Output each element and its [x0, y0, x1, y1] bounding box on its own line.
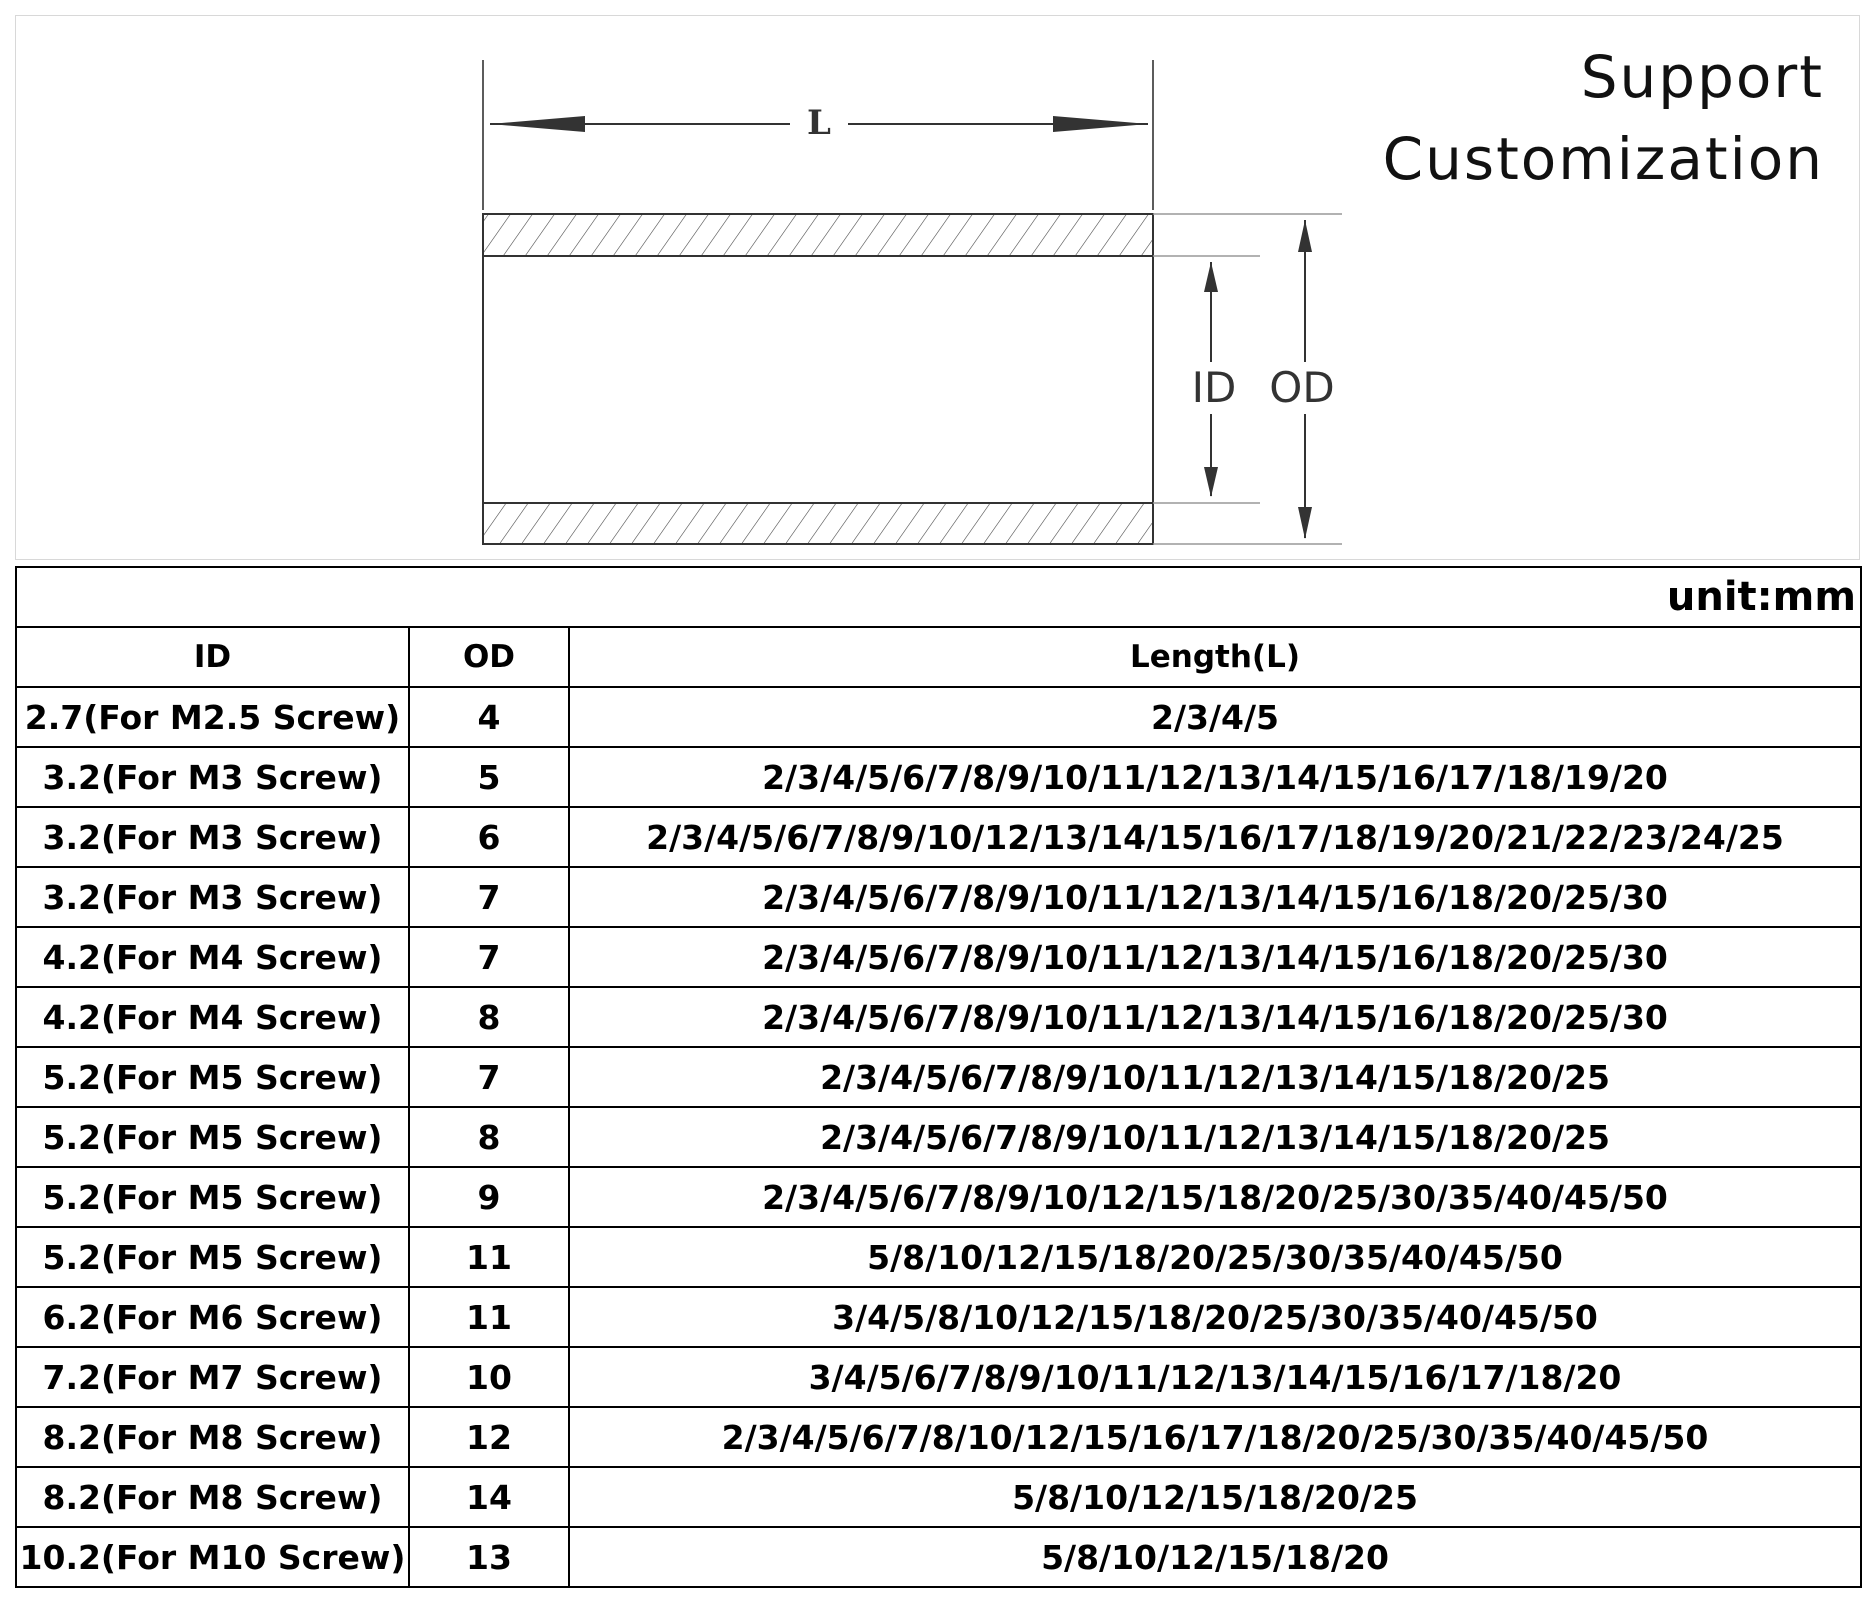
banner-line-2: Customization: [1382, 125, 1824, 193]
cell-length: 2/3/4/5/6/7/8/9/10/11/12/13/14/15/16/18/…: [568, 986, 1862, 1048]
cell-length: 2/3/4/5/6/7/8/9/10/11/12/13/14/15/16/17/…: [568, 746, 1862, 808]
spacer-cross-section: [482, 213, 1154, 545]
spacer-size-table: unit:mm ID OD Length(L) 2.7(For M2.5 Scr…: [15, 566, 1862, 1588]
od-dimension-arrow: [1298, 220, 1312, 539]
cell-length: 5/8/10/12/15/18/20/25/30/35/40/45/50: [568, 1226, 1862, 1288]
cell-id: 5.2(For M5 Screw): [15, 1226, 410, 1288]
header-id: ID: [15, 626, 410, 688]
cell-od: 6: [408, 806, 570, 868]
cell-length: 5/8/10/12/15/18/20/25: [568, 1466, 1862, 1528]
cell-id: 3.2(For M3 Screw): [15, 746, 410, 808]
support-customization-banner: Support Customization: [1383, 36, 1824, 200]
cell-length: 2/3/4/5/6/7/8/10/12/15/16/17/18/20/25/30…: [568, 1406, 1862, 1468]
cell-length: 2/3/4/5/6/7/8/9/10/11/12/13/14/15/16/18/…: [568, 866, 1862, 928]
cell-od: 7: [408, 1046, 570, 1108]
spacer-dimension-diagram: L ID OD: [482, 60, 1342, 545]
cell-length: 2/3/4/5/6/7/8/9/10/11/12/13/14/15/18/20/…: [568, 1046, 1862, 1108]
unit-label: unit:mm: [15, 566, 1862, 628]
cell-length: 2/3/4/5/6/7/8/9/10/12/13/14/15/16/17/18/…: [568, 806, 1862, 868]
cell-od: 11: [408, 1226, 570, 1288]
cell-od: 7: [408, 926, 570, 988]
cell-od: 11: [408, 1286, 570, 1348]
cell-length: 3/4/5/6/7/8/9/10/11/12/13/14/15/16/17/18…: [568, 1346, 1862, 1408]
cell-od: 12: [408, 1406, 570, 1468]
cell-id: 4.2(For M4 Screw): [15, 986, 410, 1048]
id-label: ID: [1192, 363, 1237, 412]
cell-id: 7.2(For M7 Screw): [15, 1346, 410, 1408]
cell-id: 10.2(For M10 Screw): [15, 1526, 410, 1588]
diameter-extension-lines: [1153, 213, 1342, 545]
od-label: OD: [1269, 363, 1334, 412]
diagram-panel: [15, 15, 1860, 560]
cell-length: 2/3/4/5/6/7/8/9/10/11/12/13/14/15/18/20/…: [568, 1106, 1862, 1168]
cell-od: 10: [408, 1346, 570, 1408]
cell-id: 8.2(For M8 Screw): [15, 1406, 410, 1468]
cell-od: 5: [408, 746, 570, 808]
cell-id: 8.2(For M8 Screw): [15, 1466, 410, 1528]
cell-od: 14: [408, 1466, 570, 1528]
cell-od: 7: [408, 866, 570, 928]
cell-id: 3.2(For M3 Screw): [15, 806, 410, 868]
cell-id: 6.2(For M6 Screw): [15, 1286, 410, 1348]
cell-id: 5.2(For M5 Screw): [15, 1046, 410, 1108]
cell-id: 4.2(For M4 Screw): [15, 926, 410, 988]
banner-line-1: Support: [1580, 43, 1824, 111]
length-extension-lines: [482, 60, 1154, 210]
cell-id: 5.2(For M5 Screw): [15, 1106, 410, 1168]
cell-length: 2/3/4/5/6/7/8/9/10/12/15/18/20/25/30/35/…: [568, 1166, 1862, 1228]
cell-id: 5.2(For M5 Screw): [15, 1166, 410, 1228]
cell-od: 4: [408, 686, 570, 748]
cell-length: 2/3/4/5: [568, 686, 1862, 748]
cell-length: 3/4/5/8/10/12/15/18/20/25/30/35/40/45/50: [568, 1286, 1862, 1348]
length-dimension-arrow: [490, 116, 1148, 132]
header-od: OD: [408, 626, 570, 688]
length-label: L: [807, 103, 831, 143]
header-length: Length(L): [568, 626, 1862, 688]
cell-od: 8: [408, 1106, 570, 1168]
cell-od: 8: [408, 986, 570, 1048]
cell-id: 3.2(For M3 Screw): [15, 866, 410, 928]
cell-length: 5/8/10/12/15/18/20: [568, 1526, 1862, 1588]
unit-row: unit:mm: [15, 566, 1862, 628]
header-row: ID OD Length(L): [15, 626, 1862, 688]
id-dimension-arrow: [1204, 262, 1218, 497]
cell-od: 13: [408, 1526, 570, 1588]
cell-length: 2/3/4/5/6/7/8/9/10/11/12/13/14/15/16/18/…: [568, 926, 1862, 988]
cell-od: 9: [408, 1166, 570, 1228]
cell-id: 2.7(For M2.5 Screw): [15, 686, 410, 748]
